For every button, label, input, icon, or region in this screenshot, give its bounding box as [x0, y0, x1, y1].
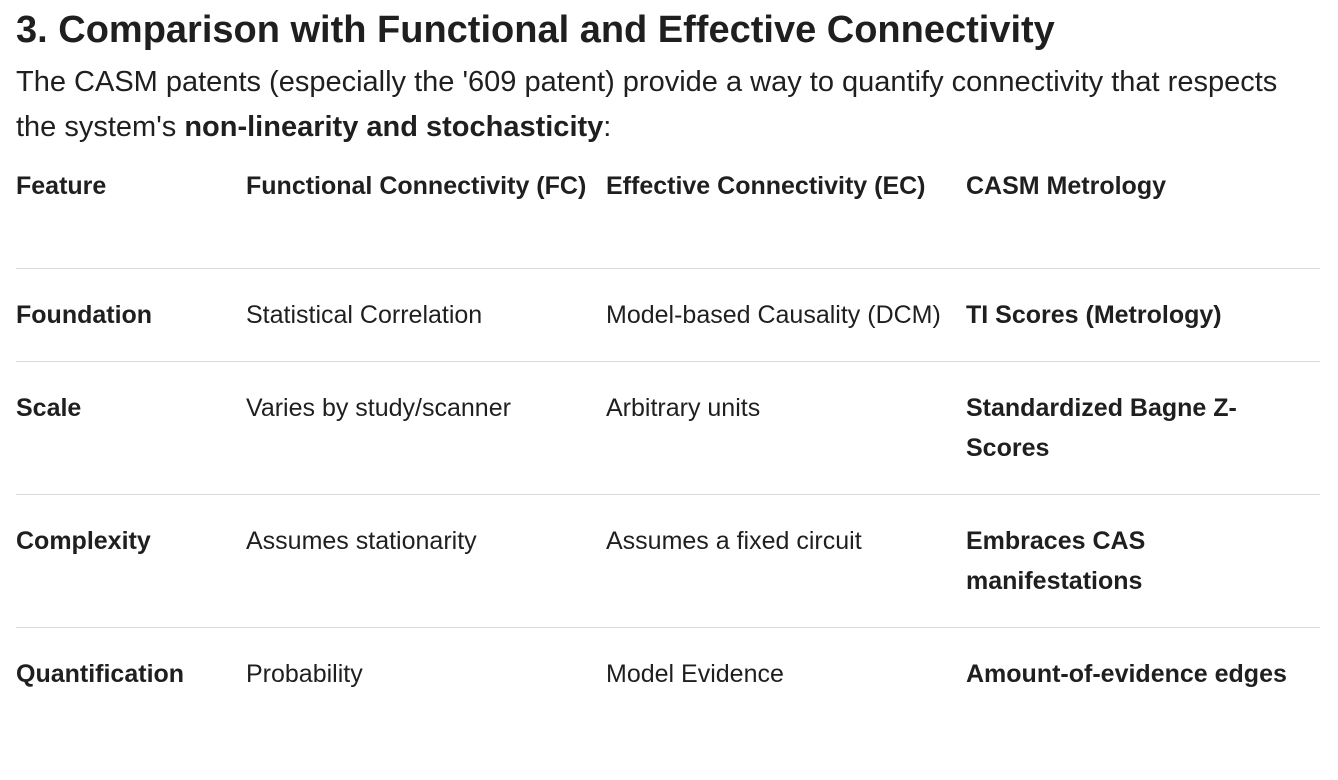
intro-text: The CASM patents (especially the '609 pa… — [16, 66, 1278, 143]
intro-punctuation: : — [603, 111, 612, 143]
row-feature-cell: Complexity — [16, 527, 151, 555]
comparison-table: Feature Functional Connectivity (FC) Eff… — [16, 166, 1320, 720]
header-row: Feature Functional Connectivity (FC) Eff… — [16, 166, 1320, 269]
row-feature-cell: Foundation — [16, 301, 153, 329]
table-body: Foundation Statistical Correlation Model… — [16, 268, 1320, 721]
row-fc-cell: Statistical Correlation — [246, 301, 483, 329]
intro-paragraph: The CASM patents (especially the '609 pa… — [16, 60, 1316, 150]
header-casm-metrology: CASM Metrology — [966, 172, 1166, 200]
table-row: Quantification Probability Model Evidenc… — [16, 627, 1320, 721]
row-casm-cell: Embraces CAS manifestations — [966, 527, 1146, 595]
header-effective-connectivity: Effective Connectivity (EC) — [606, 172, 926, 200]
row-fc-cell: Probability — [246, 660, 363, 688]
row-ec-cell: Arbitrary units — [606, 394, 761, 422]
row-feature-cell: Quantification — [16, 660, 185, 688]
row-fc-cell: Varies by study/scanner — [246, 394, 511, 422]
row-ec-cell: Model-based Causality (DCM) — [606, 301, 941, 329]
table-row: Foundation Statistical Correlation Model… — [16, 268, 1320, 362]
table-header: Feature Functional Connectivity (FC) Eff… — [16, 166, 1320, 269]
header-feature: Feature — [16, 172, 107, 200]
header-functional-connectivity: Functional Connectivity (FC) — [246, 172, 587, 200]
row-casm-cell: Standardized Bagne Z-Scores — [966, 394, 1237, 462]
intro-emphasis: non-linearity and stochasticity — [184, 111, 604, 143]
section-title: 3. Comparison with Functional and Effect… — [16, 9, 1055, 51]
table-row: Complexity Assumes stationarity Assumes … — [16, 494, 1320, 628]
row-feature-cell: Scale — [16, 394, 82, 422]
row-ec-cell: Assumes a fixed circuit — [606, 527, 862, 555]
row-fc-cell: Assumes stationarity — [246, 527, 477, 555]
row-casm-cell: TI Scores (Metrology) — [966, 301, 1222, 329]
row-casm-cell: Amount-of-evidence edges — [966, 660, 1287, 688]
table-row: Scale Varies by study/scanner Arbitrary … — [16, 361, 1320, 495]
row-ec-cell: Model Evidence — [606, 660, 784, 688]
